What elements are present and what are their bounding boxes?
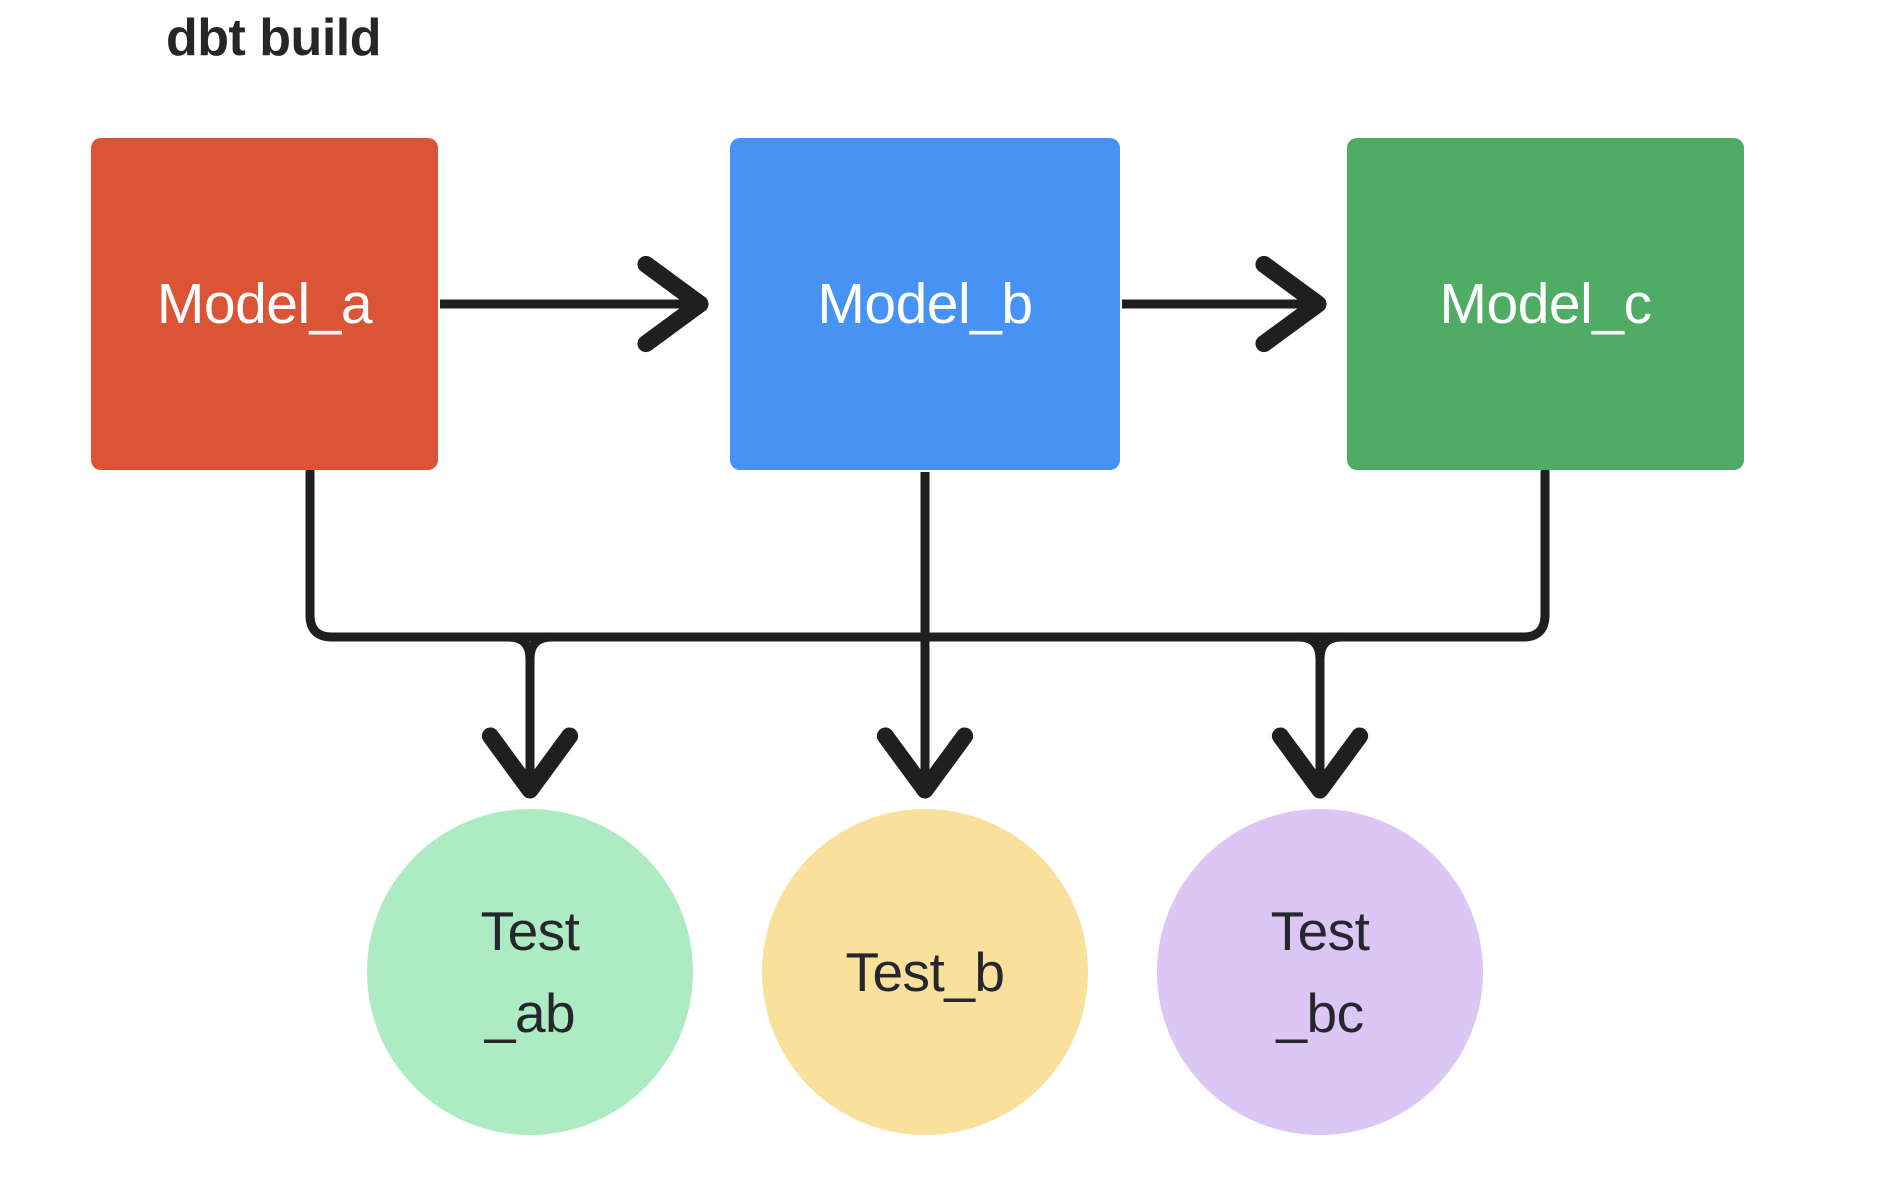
edge-bus-to-test-ab-joint bbox=[525, 632, 557, 664]
node-model-c[interactable]: Model_c bbox=[1347, 138, 1744, 470]
node-test-bc[interactable]: Test _bc bbox=[1157, 809, 1483, 1135]
node-model-b-label: Model_b bbox=[817, 272, 1033, 336]
node-test-b-label-line-1: Test_b bbox=[845, 940, 1005, 1003]
node-test-ab-label: Test _ab bbox=[481, 890, 580, 1055]
edge-bus-to-test-bc-joint bbox=[1315, 632, 1347, 664]
edge-model-a-descender bbox=[305, 467, 505, 642]
node-model-b[interactable]: Model_b bbox=[730, 138, 1120, 470]
node-model-a[interactable]: Model_a bbox=[91, 138, 438, 470]
node-model-a-label: Model_a bbox=[156, 272, 373, 336]
node-test-b-label: Test_b bbox=[845, 931, 1005, 1014]
node-test-bc-label-line-2: _bc bbox=[1276, 982, 1364, 1044]
node-test-b[interactable]: Test_b bbox=[762, 809, 1088, 1135]
node-test-bc-label: Test _bc bbox=[1271, 890, 1370, 1055]
node-model-c-label: Model_c bbox=[1439, 272, 1652, 336]
node-test-ab-label-line-1: Test bbox=[480, 899, 580, 962]
diagram-title: dbt build bbox=[166, 9, 381, 67]
node-test-ab-label-line-2: _ab bbox=[484, 982, 576, 1044]
node-test-ab[interactable]: Test _ab bbox=[367, 809, 693, 1135]
node-test-bc-label-line-1: Test bbox=[1270, 899, 1370, 962]
edge-model-c-descender bbox=[1347, 467, 1550, 642]
